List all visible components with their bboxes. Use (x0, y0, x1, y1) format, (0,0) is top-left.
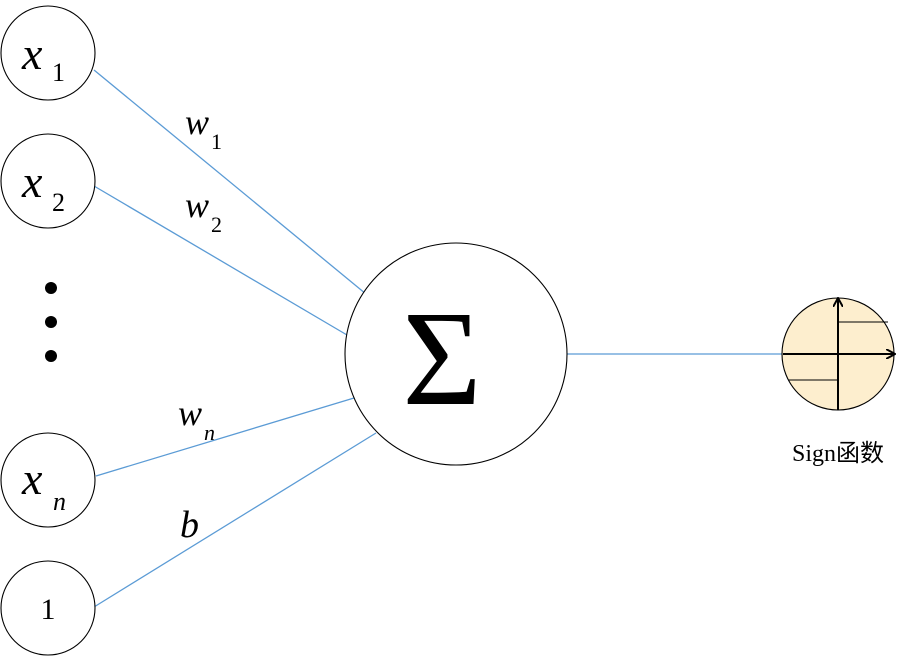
bias-input-value: 1 (41, 593, 56, 626)
input-node-x1: x 1 (0, 5, 96, 101)
bias-weight-label: b (180, 504, 199, 546)
weight-w1-symbol: w (185, 102, 209, 142)
input-x1-subscript: 1 (52, 58, 65, 87)
input-node-x2: x 2 (0, 133, 96, 229)
weight-label-w2: w 2 (185, 185, 222, 237)
bias-input-node: 1 (0, 560, 96, 656)
input-node-xn: x n (0, 432, 96, 528)
input-x1-symbol: x (21, 28, 43, 79)
summation-symbol: Σ (402, 284, 481, 434)
input-xn-symbol: x (21, 453, 43, 504)
weight-w2-subscript: 2 (211, 212, 222, 237)
summation-node: Σ (344, 242, 568, 466)
weight-wn-symbol: w (178, 393, 202, 433)
ellipsis-dots (45, 282, 57, 362)
edge-x1-to-sum (93, 69, 367, 295)
sign-function-graph (783, 299, 894, 410)
sign-activation-node (781, 298, 894, 411)
weight-label-w1: w 1 (185, 102, 222, 154)
weight-w1-subscript: 1 (211, 129, 222, 154)
connections (93, 69, 782, 608)
edge-bias-to-sum (93, 432, 377, 608)
edge-x2-to-sum (93, 185, 348, 336)
weight-label-wn: w n (178, 393, 215, 445)
edge-xn-to-sum (95, 397, 355, 477)
weight-wn-subscript: n (204, 420, 215, 445)
sign-function-label: Sign函数 (792, 440, 884, 467)
input-xn-subscript: n (53, 487, 66, 516)
input-x2-subscript: 2 (52, 188, 65, 217)
weight-w2-symbol: w (185, 185, 209, 225)
input-x2-symbol: x (21, 156, 43, 207)
